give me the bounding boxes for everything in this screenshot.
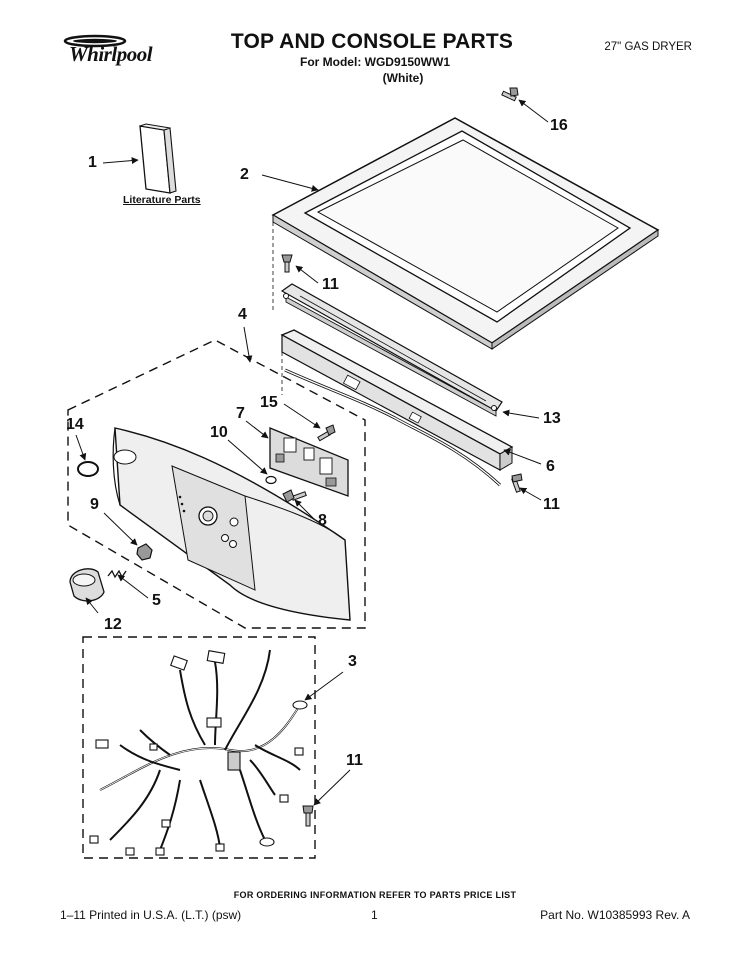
print-info: 1–11 Printed in U.S.A. (L.T.) (psw) (60, 908, 242, 922)
board-washer (265, 475, 277, 485)
logo-swoosh-icon (63, 34, 127, 48)
page-number: 1 (371, 908, 378, 922)
leader-lines (75, 99, 549, 806)
callout-5: 5 (152, 592, 161, 609)
callout-3: 3 (348, 653, 357, 670)
electronic-control-board (269, 427, 349, 497)
part-number: Part No. W10385993 Rev. A (540, 908, 690, 922)
harness-group-outline (82, 636, 316, 859)
callout-12: 12 (104, 616, 122, 633)
control-knob (69, 568, 105, 602)
dryer-top-panel (271, 117, 660, 350)
brand-name: Whirlpool (69, 42, 153, 66)
callout-11-side: 11 (543, 496, 560, 513)
wire-harness (99, 649, 301, 851)
screw-11-side (511, 473, 523, 493)
callout-11-harness: 11 (346, 752, 363, 769)
console-lens-ring (77, 461, 99, 477)
knob-spring (107, 569, 127, 579)
callout-14: 14 (66, 416, 84, 433)
callout-13: 13 (543, 410, 561, 427)
screw-11-top (281, 254, 293, 273)
model-line: For Model: WGD9150WW1 (299, 55, 450, 69)
top-hinge-bracket (280, 283, 503, 417)
callout-15: 15 (260, 394, 278, 411)
literature-booklet (139, 123, 177, 194)
console-rear-bracket (280, 329, 514, 487)
literature-parts-label: Literature Parts (123, 194, 201, 206)
callout-7: 7 (236, 405, 245, 422)
callout-10: 10 (210, 424, 228, 441)
callout-8: 8 (318, 512, 327, 529)
product-type: 27" GAS DRYER (604, 41, 692, 53)
knob-nut (136, 543, 153, 561)
callout-1: 1 (88, 154, 97, 171)
ordering-info: FOR ORDERING INFORMATION REFER TO PARTS … (233, 890, 517, 900)
callout-16: 16 (550, 117, 568, 134)
whirlpool-logo: Whirlpool (55, 28, 175, 76)
console-group-outline (67, 339, 366, 629)
callout-4: 4 (238, 306, 247, 323)
callout-2: 2 (240, 166, 249, 183)
console-screw (317, 424, 336, 442)
callout-6: 6 (546, 458, 555, 475)
callout-9: 9 (90, 496, 99, 513)
harness-connectors (89, 650, 308, 856)
top-screw-16 (501, 87, 519, 102)
screw-11-harness (302, 805, 314, 827)
board-mounting-screw (282, 489, 307, 503)
console-panel (112, 427, 351, 621)
callout-11-top: 11 (322, 276, 339, 293)
color-line: (White) (382, 71, 424, 85)
page-title: TOP AND CONSOLE PARTS (230, 30, 514, 53)
